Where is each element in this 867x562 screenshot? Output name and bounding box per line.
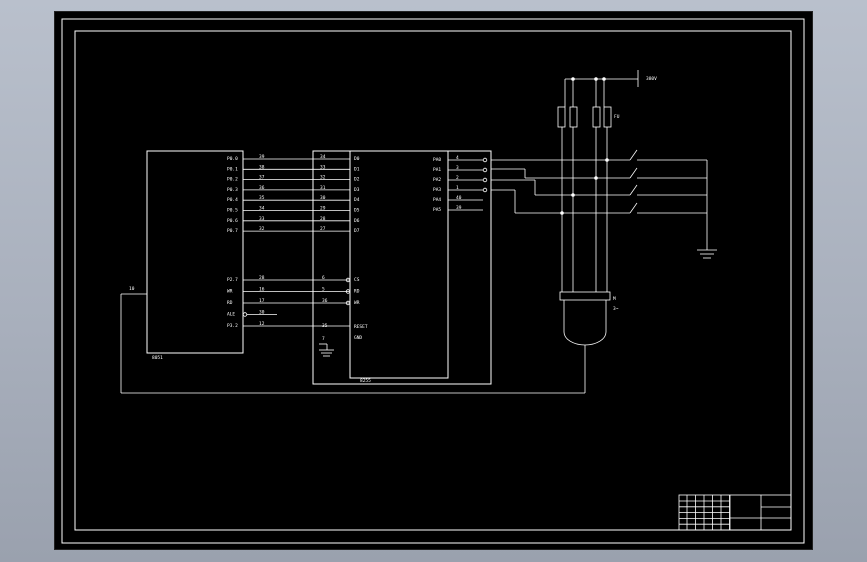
interface-out-number: 1: [456, 185, 459, 191]
mcu-pin-number: 32: [259, 226, 265, 232]
fuse-label: FU: [614, 114, 620, 120]
interface-gnd-label: GND: [354, 335, 362, 341]
mcu-ctrl-label: P2.7: [227, 277, 238, 283]
mcu-pin-label: P0.5: [227, 208, 238, 214]
interface-pin-number: 28: [320, 216, 326, 222]
interface-pin-number: 32: [320, 175, 326, 181]
mcu-pin-number: 33: [259, 216, 265, 222]
interface-data-pins: 34 D0 33 D1 32 D2 31 D3 30 D4 29 D5 28 D6 27 D7: [320, 154, 360, 234]
interface-control-pins: 6 CS 5 RD 36 WR 35 RESET: [322, 275, 368, 330]
mcu-ctrl-number: 28: [259, 275, 265, 281]
interface-ctrl-label: RESET: [354, 324, 368, 330]
interface-pin-label: D3: [354, 187, 360, 193]
interface-chip-inner: [349, 150, 449, 379]
interface-out-number: 39: [456, 205, 462, 211]
data-bus-wires: [243, 158, 350, 232]
interface-out-label: PA2: [433, 177, 441, 183]
interface-out-number: 2: [456, 175, 459, 181]
motor-symbol: [120, 291, 611, 394]
interface-ctrl-number: 35: [322, 323, 328, 329]
out-terminal: [482, 177, 488, 183]
interface-chip-outer: [312, 150, 492, 385]
motor-label: M: [613, 296, 616, 302]
interface-ctrl-number: 5: [322, 287, 325, 293]
mcu-misc-label: 10: [129, 286, 135, 292]
out-terminal: [482, 187, 488, 193]
mcu-ctrl-label: P3.2: [227, 323, 238, 329]
interface-ctrl-bubble: [345, 277, 351, 283]
interface-ctrl-number: 6: [322, 275, 325, 281]
interface-out-number: 40: [456, 195, 462, 201]
interface-pin-number: 31: [320, 185, 326, 191]
mcu-ctrl-label: RD: [227, 300, 233, 306]
interface-pin-number: 27: [320, 226, 326, 232]
mcu-pin-number: 38: [259, 164, 265, 170]
title-block-grid: [679, 495, 730, 531]
interface-ctrl-label: CS: [354, 277, 360, 283]
motor-feed-lines: [561, 127, 608, 292]
interface-pin-number: 34: [320, 154, 326, 160]
interface-pin-label: D1: [354, 166, 360, 172]
mcu-ctrl-number: 16: [259, 287, 265, 293]
interface-out-number: 4: [456, 155, 459, 161]
mcu-pin-label: P0.6: [227, 218, 238, 224]
fuse-group: [557, 106, 612, 128]
mcu-pin-number: 35: [259, 195, 265, 201]
mcu-pin-label: P0.7: [227, 228, 238, 234]
mcu-ctrl-label: WR: [227, 289, 233, 295]
interface-pin-number: 33: [320, 164, 326, 170]
interface-out-label: PA5: [433, 207, 441, 213]
mcu-pin-number: 36: [259, 185, 265, 191]
mcu-ctrl-label: ALE: [227, 312, 235, 318]
interface-pin-label: D6: [354, 218, 360, 224]
mcu-ctrl-number: 30: [259, 310, 265, 316]
mcu-pin-label: P0.4: [227, 197, 238, 203]
mcu-pin-number: 39: [259, 154, 265, 160]
interface-pin-number: 29: [320, 206, 326, 212]
interface-ctrl-label: WR: [354, 300, 360, 306]
inner-border: [74, 30, 792, 531]
mcu-pin-label: P0.0: [227, 156, 238, 162]
ground-symbol-chip: [319, 343, 334, 357]
interface-ctrl-bubble: [345, 300, 351, 306]
interface-pin-label: D7: [354, 228, 360, 234]
mcu-pin-label: P0.3: [227, 187, 238, 193]
mcu-pin-number: 34: [259, 206, 265, 212]
mcu-ale-bubble: [242, 312, 248, 317]
mcu-pin-number: 37: [259, 175, 265, 181]
contactor-switches: [491, 149, 717, 259]
interface-out-label: PA3: [433, 187, 441, 193]
interface-ctrl-label: RD: [354, 289, 360, 295]
interface-pin-number: 30: [320, 195, 326, 201]
interface-out-label: PA4: [433, 197, 441, 203]
outer-border: [61, 18, 805, 544]
supply-label: 380V: [646, 76, 657, 82]
out-terminal: [482, 157, 488, 163]
interface-chip-name: 8255: [360, 378, 371, 384]
interface-ctrl-number: 36: [322, 298, 328, 304]
interface-pin-label: D0: [354, 156, 360, 162]
mcu-pin-label: P0.2: [227, 177, 238, 183]
interface-gnd-pin: 7: [322, 336, 325, 342]
interface-out-label: PA0: [433, 157, 441, 163]
motor-sub-label: 3~: [613, 306, 619, 312]
interface-pin-label: D5: [354, 208, 360, 214]
out-terminal: [482, 167, 488, 173]
interface-pin-label: D2: [354, 177, 360, 183]
mcu-chip-name: 8051: [152, 355, 163, 361]
mcu-pin-label: P0.1: [227, 166, 238, 172]
interface-out-number: 3: [456, 165, 459, 171]
interface-ctrl-bubble: [345, 289, 351, 294]
mcu-ctrl-number: 17: [259, 298, 265, 304]
power-supply-network: [564, 70, 639, 107]
interface-out-label: PA1: [433, 167, 441, 173]
interface-pin-label: D4: [354, 197, 360, 203]
mcu-ctrl-number: 12: [259, 321, 265, 327]
mcu-chip: [146, 150, 244, 354]
